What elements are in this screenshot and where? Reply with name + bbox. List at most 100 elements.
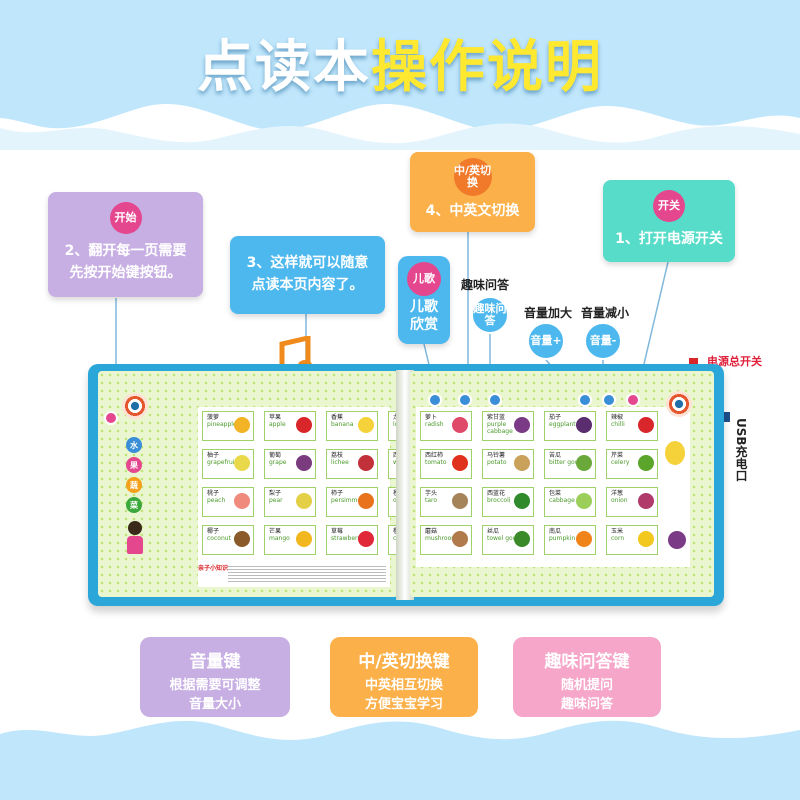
vegetable-name-en: onion xyxy=(611,497,628,504)
fruit-name-cn: 芒果 xyxy=(269,528,282,535)
vegetable-picture xyxy=(576,455,592,471)
vegetable-name-en: purple cabbage xyxy=(487,421,513,435)
reading-book: 水 果 蔬 菜 菠萝pineapple苹果apple香蕉banana龙眼long… xyxy=(88,364,724,606)
right-speaker-icon xyxy=(666,391,692,417)
vegetable-name-en: towel gourd xyxy=(487,535,523,542)
fruit-picture xyxy=(358,531,374,547)
volume-up-label: 音量加大 xyxy=(524,306,573,320)
start-instruction-line2: 先按开始键按钮。 xyxy=(69,265,182,281)
fruit-card[interactable]: 橙子orange xyxy=(388,487,398,517)
language-info-line1: 中英相互切换 xyxy=(364,678,443,693)
vegetable-name-cn: 蘑菇 xyxy=(425,528,438,535)
power-instruction: 1、打开电源开关 xyxy=(615,231,723,247)
fruit-name-en: persimmon xyxy=(331,497,365,504)
fruit-picture xyxy=(358,417,374,433)
vegetable-name-cn: 丝瓜 xyxy=(487,528,500,535)
power-badge: 开关 xyxy=(653,190,685,222)
language-info-title: 中/英切换键 xyxy=(358,652,450,672)
start-button[interactable] xyxy=(104,411,118,425)
tips-title: 亲子小知识: xyxy=(198,565,231,572)
main-power-label: 电源总开关 xyxy=(707,355,762,368)
vegetable-picture xyxy=(576,417,592,433)
fruit-name-en: longan xyxy=(393,421,398,428)
language-switch-instruction: 4、中英文切换 xyxy=(425,203,520,219)
footer-wave-background xyxy=(0,720,800,800)
fruit-name-en: pineapple xyxy=(207,421,237,428)
vegetable-name-en: tomato xyxy=(425,459,447,466)
volume-down-label: 音量减小 xyxy=(581,306,630,320)
language-switch-button[interactable] xyxy=(458,393,472,407)
quiz-badge: 趣味问答 xyxy=(471,296,509,334)
vegetable-name-cn: 洋葱 xyxy=(611,490,624,497)
volume-down-badge: 音量- xyxy=(584,322,622,360)
fruit-name-cn: 柿子 xyxy=(331,490,344,497)
fruit-name-cn: 西瓜 xyxy=(393,452,398,459)
song-badge: 儿歌 xyxy=(407,262,441,296)
vegetable-name-en: radish xyxy=(425,421,444,428)
fruit-name-en: coconut xyxy=(207,535,231,542)
vegetable-picture xyxy=(452,455,468,471)
fruits-page: 水 果 蔬 菜 菠萝pineapple苹果apple香蕉banana龙眼long… xyxy=(98,371,398,597)
fruit-name-en: orange xyxy=(393,497,398,504)
fruit-card[interactable]: 龙眼longan xyxy=(388,411,398,441)
fruit-name-en: pear xyxy=(269,497,283,504)
vegetable-picture xyxy=(514,493,530,509)
fruit-name-cn: 香蕉 xyxy=(331,414,344,421)
usb-label: USB充电口 xyxy=(734,418,748,482)
power-button[interactable] xyxy=(626,393,640,407)
volume-up-button[interactable] xyxy=(578,393,592,407)
fruit-name-cn: 荔枝 xyxy=(331,452,344,459)
usb-port[interactable] xyxy=(722,412,730,422)
quiz-info-card: 趣味问答键 随机提问 趣味问答 xyxy=(513,637,661,717)
fruit-card[interactable]: 樱桃cherry xyxy=(388,525,398,555)
vegetable-name-cn: 玉米 xyxy=(611,528,624,535)
tap-instruction-line2: 点读本页内容了。 xyxy=(251,277,364,293)
category-tag-3: 蔬 xyxy=(126,477,142,493)
category-tag-1: 水 xyxy=(126,437,142,453)
fruit-name-en: mango xyxy=(269,535,290,542)
vegetable-picture xyxy=(638,455,654,471)
fruit-card[interactable]: 西瓜watermelon xyxy=(388,449,398,479)
nursery-song-button[interactable] xyxy=(428,393,442,407)
vegetable-name-cn: 茄子 xyxy=(549,414,562,421)
quiz-info-title: 趣味问答键 xyxy=(544,652,630,672)
quiz-button[interactable] xyxy=(488,393,502,407)
book-spine xyxy=(396,370,414,600)
start-button-badge: 开始 xyxy=(109,202,142,234)
vegetable-picture xyxy=(514,531,530,547)
vegetable-name-cn: 西蓝花 xyxy=(487,490,506,497)
quiz-info-line1: 随机提问 xyxy=(560,678,613,693)
eggplant-mascot-icon xyxy=(668,531,686,549)
vegetable-name-en: taro xyxy=(425,497,438,504)
volume-down-button[interactable] xyxy=(602,393,616,407)
start-instruction-line1: 2、翻开每一页需要 xyxy=(64,243,187,259)
